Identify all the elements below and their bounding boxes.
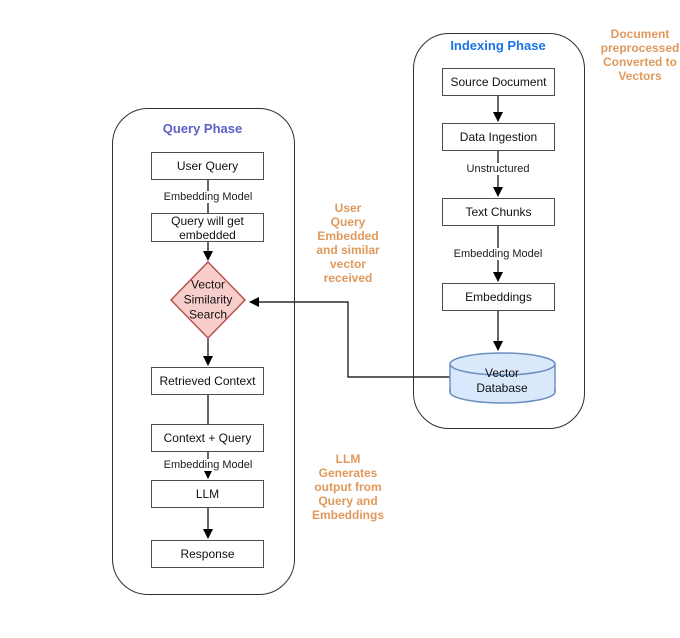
- node-text-chunks: Text Chunks: [442, 198, 555, 226]
- node-query-will-get-embedded: Query will get embedded: [151, 213, 264, 242]
- annotation-llm-generates: LLM Generates output from Query and Embe…: [311, 452, 384, 522]
- indexing-phase-title: Indexing Phase: [450, 38, 546, 53]
- node-vector-database-label: Vector Database: [476, 366, 528, 395]
- node-llm: LLM: [151, 480, 264, 508]
- label-unstructured: Unstructured: [463, 163, 533, 175]
- node-context-plus-query: Context + Query: [151, 424, 264, 452]
- node-response: Response: [151, 540, 264, 568]
- annotation-user-query-embedded: User Query Embedded and similar vector r…: [316, 201, 380, 285]
- query-phase-title: Query Phase: [162, 121, 243, 136]
- indexing-phase-container: [413, 33, 585, 429]
- node-retrieved-context: Retrieved Context: [151, 367, 264, 395]
- label-embedding-model-query-2: Embedding Model: [160, 459, 256, 471]
- node-data-ingestion: Data Ingestion: [442, 123, 555, 151]
- vector-similarity-diamond-shape: [169, 260, 247, 340]
- query-phase-container: [112, 108, 295, 595]
- vector-database-cylinder-shape: [449, 352, 556, 404]
- edge-vectordb-to-similarity: [249, 297, 450, 378]
- node-user-query: User Query: [151, 152, 264, 180]
- node-embeddings: Embeddings: [442, 283, 555, 311]
- label-embedding-model-indexing: Embedding Model: [450, 248, 546, 260]
- label-embedding-model-query-1: Embedding Model: [160, 191, 256, 203]
- annotation-document-preprocessed: Document preprocessed Converted to Vecto…: [600, 27, 680, 83]
- node-vector-similarity-search-label: Vector Similarity Search: [183, 277, 233, 322]
- node-source-document: Source Document: [442, 68, 555, 96]
